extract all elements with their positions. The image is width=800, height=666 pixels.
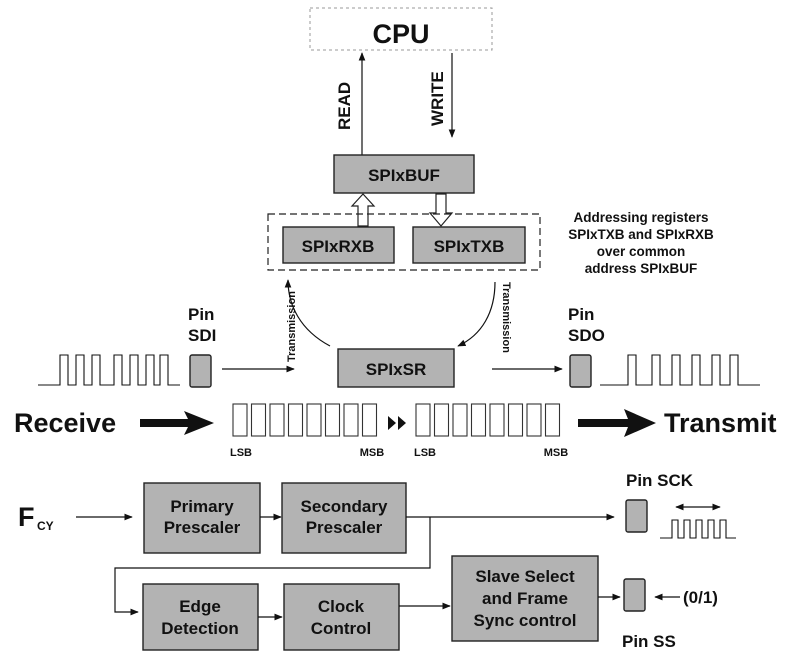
shift-register-right-bits — [415, 403, 561, 437]
pin-sdi-label-2: SDI — [188, 326, 216, 345]
spixrxb-block: SPIxRXB — [282, 226, 395, 264]
shift-register-bit — [269, 403, 285, 437]
addressing-note-line-2: SPIxTXB and SPIxRXB — [568, 227, 714, 242]
pin-sdi-body — [189, 354, 212, 388]
pin-sdo-label-2: SDO — [568, 326, 605, 345]
addressing-group-outline — [267, 213, 541, 271]
edge-detection-line-1: Edge — [179, 597, 221, 616]
addressing-note: Addressing registers SPIxTXB and SPIxRXB… — [568, 210, 714, 276]
transmission-right-label: Transmission — [500, 282, 512, 353]
shift-register-bit — [544, 403, 561, 437]
fcy-subscript: CY — [37, 519, 54, 533]
pin-sck-label: Pin SCK — [626, 471, 694, 490]
spixsr-block: SPIxSR — [337, 348, 455, 388]
secondary-prescaler-line-1: Secondary — [301, 497, 388, 516]
spixbuf-block: SPIxBUF — [333, 154, 475, 194]
shift-register-bit — [489, 403, 505, 437]
shift-register-bit — [452, 403, 468, 437]
addressing-note-line-4: address SPIxBUF — [585, 261, 698, 276]
shift-register-bit — [324, 403, 341, 437]
shift-register-bit — [232, 403, 248, 437]
shift-register-bit — [306, 403, 322, 437]
addressing-note-line-1: Addressing registers — [573, 210, 708, 225]
msb-left-label: MSB — [360, 447, 385, 459]
read-link: READ — [335, 52, 366, 155]
fcy-label: F CY — [18, 502, 54, 533]
pin-ss-body — [623, 578, 646, 612]
shift-register-bit — [361, 403, 378, 437]
slave-select-block: Slave Select and Frame Sync control — [451, 555, 599, 642]
pin-sck-body — [625, 499, 648, 533]
sck-waveform — [660, 519, 736, 539]
shift-register-bit — [415, 403, 431, 437]
shift-register-bit — [250, 403, 267, 437]
edge-detection-block: Edge Detection — [142, 583, 259, 651]
cpu-label: CPU — [372, 19, 429, 49]
buf-to-txb-arrow — [428, 193, 454, 227]
primary-prescaler-line-1: Primary — [170, 497, 234, 516]
pin-sdo: Pin SDO — [568, 305, 605, 388]
pin-ss-label: Pin SS — [622, 632, 676, 651]
lsb-right-label: LSB — [414, 447, 436, 459]
transmit-label: Transmit — [664, 408, 777, 438]
secondary-prescaler-block: Secondary Prescaler — [281, 482, 407, 554]
clock-control-line-2: Control — [311, 619, 371, 638]
msb-right-label: MSB — [544, 447, 569, 459]
shift-register-bit — [526, 403, 542, 437]
addressing-note-line-3: over common — [597, 244, 686, 259]
transmission-left-label: Transmission — [286, 291, 298, 362]
receive-arrow — [140, 411, 214, 435]
spixsr-label: SPIxSR — [366, 360, 426, 379]
receive-label: Receive — [14, 408, 116, 438]
write-link: WRITE — [428, 53, 456, 138]
txb-to-sr-curve — [457, 281, 496, 347]
shift-register-bit — [287, 403, 304, 437]
slave-select-line-1: Slave Select — [475, 567, 575, 586]
cpu-block: CPU — [309, 7, 493, 51]
spixtxb-block: SPIxTXB — [412, 226, 526, 264]
edge-detection-line-2: Detection — [161, 619, 238, 638]
transmit-arrow — [578, 409, 656, 437]
shift-register-left-bits — [232, 403, 378, 437]
clock-control-block: Clock Control — [283, 583, 400, 651]
spixtxb-label: SPIxTXB — [434, 237, 505, 256]
shift-register-bit — [343, 403, 359, 437]
sr-to-rxb-curve — [284, 279, 331, 347]
shift-register-bit — [507, 403, 524, 437]
spixbuf-label: SPIxBUF — [368, 166, 440, 185]
prescaler-to-edge-path — [114, 517, 431, 616]
clock-control-line-1: Clock — [318, 597, 365, 616]
shift-register-bit — [433, 403, 450, 437]
slave-select-line-2: and Frame — [482, 589, 568, 608]
rxb-to-buf-arrow — [350, 193, 376, 227]
spixrxb-label: SPIxRXB — [302, 237, 375, 256]
primary-prescaler-line-2: Prescaler — [164, 518, 241, 537]
pin-sdi: Pin SDI — [188, 305, 216, 388]
pin-sdi-label-1: Pin — [188, 305, 214, 324]
primary-prescaler-block: Primary Prescaler — [143, 482, 261, 554]
shift-register-bit — [470, 403, 487, 437]
secondary-prescaler-line-2: Prescaler — [306, 518, 383, 537]
write-label: WRITE — [428, 71, 447, 126]
slave-select-line-3: Sync control — [474, 611, 577, 630]
pin-sdo-label-1: Pin — [568, 305, 594, 324]
sdo-waveform — [600, 354, 760, 386]
fcy-main: F — [18, 502, 35, 532]
lsb-left-label: LSB — [230, 447, 252, 459]
read-label: READ — [335, 82, 354, 130]
bit-flow-chevrons — [388, 416, 406, 430]
sdi-waveform — [38, 354, 180, 386]
ss-input-label: (0/1) — [683, 588, 718, 607]
pin-sdo-body — [569, 354, 592, 388]
